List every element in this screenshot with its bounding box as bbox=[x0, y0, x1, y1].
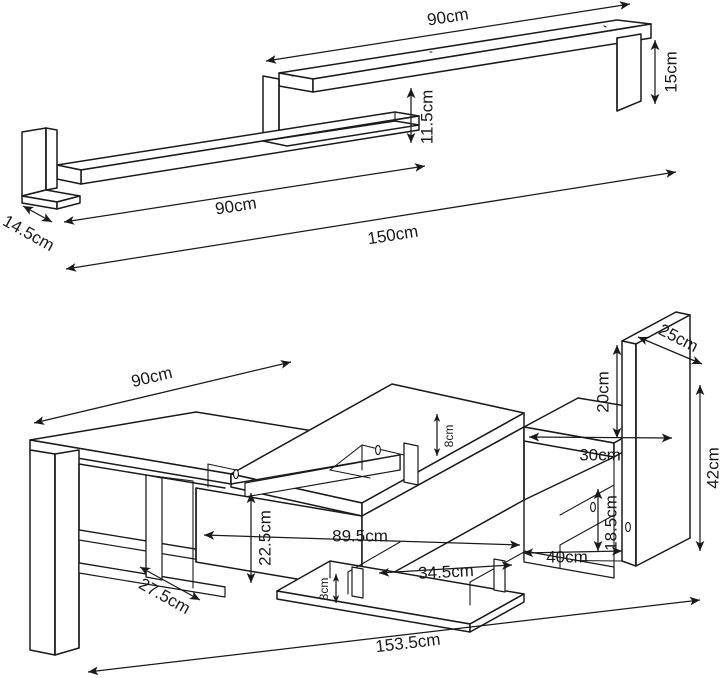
shelf-upper-board bbox=[278, 19, 652, 93]
wall-shelf-view: 90cm 15cm 11.5cm 90cm 14.5cm bbox=[0, 1, 680, 272]
dim-shelf-depth: 14.5cm bbox=[0, 205, 57, 255]
dim-tv-drawer-height-label: 22.5cm bbox=[255, 510, 274, 566]
dim-tv-right-lower-height-label: 18.5cm bbox=[601, 495, 620, 551]
dim-tv-right-lower-width: 40cm bbox=[522, 546, 623, 566]
tv-right-lower-compartment bbox=[523, 440, 631, 579]
dim-tv-drawer-width: 89.5cm bbox=[203, 526, 521, 550]
shelf-lower-board-right bbox=[262, 111, 420, 147]
dim-tv-overall-height-label: 42cm bbox=[703, 447, 720, 489]
dim-shelf-riser-height: 15cm bbox=[650, 39, 680, 105]
dim-shelf-riser-height-label: 15cm bbox=[661, 51, 680, 93]
dim-shelf-top-length-label: 90cm bbox=[426, 4, 470, 29]
dim-tv-drawer-width-label: 89.5cm bbox=[332, 526, 388, 545]
dim-shelf-overall-length-label: 150cm bbox=[366, 222, 419, 249]
tv-left-side-panel bbox=[29, 449, 80, 656]
dim-shelf-gap-height-label: 11.5cm bbox=[417, 90, 436, 145]
dim-tv-right-shelf-width-label: 30cm bbox=[579, 445, 621, 464]
tv-right-side-panel bbox=[621, 311, 691, 567]
shelf-lower-board bbox=[56, 111, 420, 185]
dim-tv-right-lower-height: 18.5cm bbox=[593, 488, 620, 552]
dim-tv-niche-height: 8cm bbox=[433, 413, 456, 457]
dim-tv-right-upper-height-label: 20cm bbox=[593, 371, 612, 413]
dim-shelf-overall-length: 150cm bbox=[65, 169, 677, 272]
dim-tv-overall-length-label: 153.5cm bbox=[374, 630, 441, 656]
dim-tv-overall-height: 42cm bbox=[695, 384, 720, 552]
dim-shelf-gap-height: 11.5cm bbox=[406, 87, 436, 145]
dim-tv-right-shelf-width: 30cm bbox=[528, 432, 673, 464]
dim-tv-right-upper-height: 20cm bbox=[593, 344, 622, 439]
tv-unit-view: 90cm 8cm 25cm 20cm 30cm bbox=[29, 311, 720, 676]
dim-tv-plinth-width-label: 34.5cm bbox=[418, 561, 475, 583]
dim-tv-left-depth: 27.5cm bbox=[136, 566, 201, 618]
dim-tv-right-lower-width-label: 40cm bbox=[546, 547, 588, 566]
dim-tv-top-length-label: 90cm bbox=[129, 363, 174, 391]
dim-shelf-depth-label: 14.5cm bbox=[0, 211, 57, 255]
dim-tv-niche-height-label: 8cm bbox=[442, 425, 456, 448]
dim-tv-plinth-height-label: 8cm bbox=[317, 578, 331, 601]
shelf-left-end-panel bbox=[21, 127, 58, 197]
shelf-right-support bbox=[616, 33, 642, 112]
dim-tv-top-length: 90cm bbox=[33, 360, 292, 425]
dim-tv-plinth-width: 34.5cm bbox=[378, 561, 513, 583]
